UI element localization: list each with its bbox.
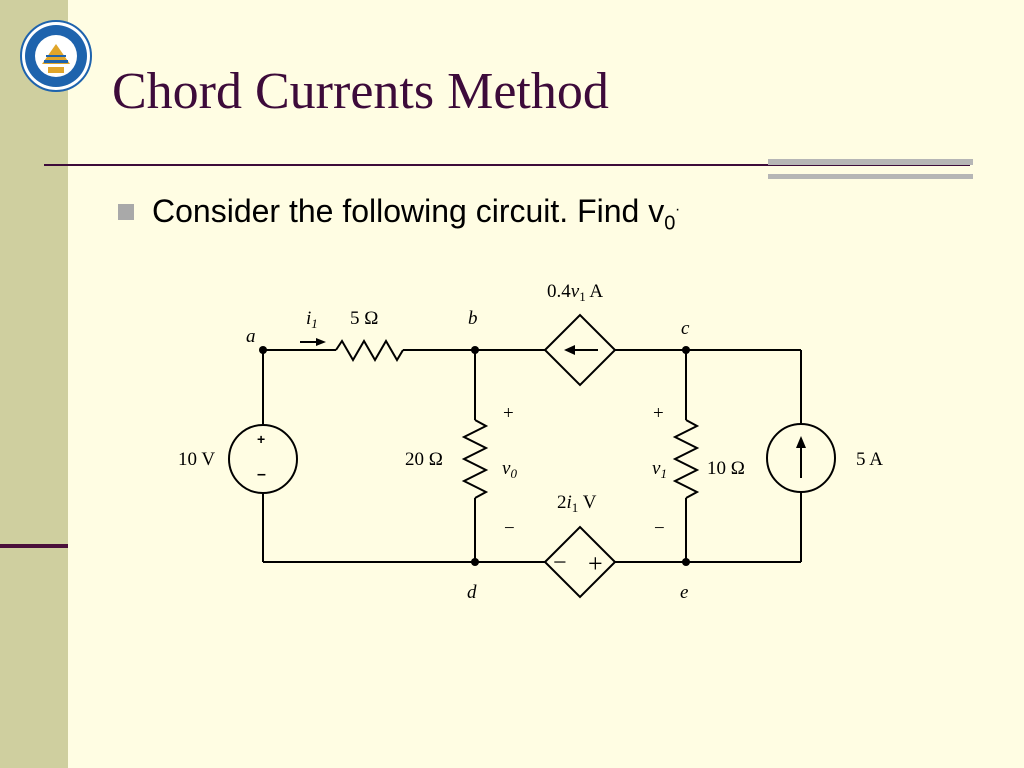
current-i1-arrow-head bbox=[316, 338, 326, 346]
node-c-dot bbox=[682, 346, 690, 354]
dvs-minus-sign: − bbox=[553, 550, 567, 576]
title-divider-accent-lower bbox=[768, 174, 973, 179]
v0-minus-sign: − bbox=[504, 518, 515, 539]
current-source-label: 5 A bbox=[856, 449, 883, 470]
dependent-current-source bbox=[543, 313, 617, 387]
bullet-main-text: Consider the following circuit. Find v bbox=[152, 193, 665, 229]
node-b-dot bbox=[471, 346, 479, 354]
v1-minus-sign: − bbox=[654, 518, 665, 539]
dependent-voltage-source bbox=[543, 525, 617, 599]
node-d-dot bbox=[471, 558, 479, 566]
voltage-v0-label: v0 bbox=[502, 458, 517, 481]
node-a-dot bbox=[259, 346, 267, 354]
bullet-trailing: . bbox=[675, 197, 680, 215]
vsource-plus-sign: + bbox=[257, 431, 265, 447]
bullet-subscript: 0 bbox=[664, 212, 676, 235]
node-label-b: b bbox=[468, 308, 478, 329]
voltage-source-label: 10 V bbox=[178, 449, 215, 470]
node-e-dot bbox=[682, 558, 690, 566]
node-label-a: a bbox=[246, 326, 256, 347]
node-label-d: d bbox=[467, 582, 477, 603]
dependent-current-arrow-head bbox=[564, 345, 575, 355]
resistor-10-ohm bbox=[672, 419, 700, 499]
dependent-voltage-label: 2i1 V bbox=[557, 492, 597, 515]
voltage-source-10v bbox=[228, 424, 298, 494]
resistor-5-label: 5 Ω bbox=[350, 308, 378, 329]
v0-plus-sign: + bbox=[503, 403, 514, 424]
current-source-5a bbox=[766, 423, 836, 493]
current-i1-label: i1 bbox=[306, 308, 318, 331]
node-label-e: e bbox=[680, 582, 688, 603]
node-label-c: c bbox=[681, 318, 690, 339]
slide-title: Chord Currents Method bbox=[112, 63, 609, 120]
title-divider bbox=[44, 164, 970, 166]
dependent-current-label: 0.4v1 A bbox=[547, 281, 603, 304]
resistor-20-ohm bbox=[461, 419, 489, 499]
resistor-5-ohm bbox=[335, 339, 404, 362]
dvs-plus-sign: + bbox=[588, 549, 603, 578]
v1-plus-sign: + bbox=[653, 403, 664, 424]
left-sidebar bbox=[0, 0, 68, 768]
title-divider-accent bbox=[768, 159, 973, 165]
bullet-text: Consider the following circuit. Find v0. bbox=[152, 193, 680, 235]
vsource-minus-sign: – bbox=[257, 466, 266, 483]
sidebar-accent-line bbox=[0, 544, 68, 548]
resistor-20-label: 20 Ω bbox=[405, 449, 443, 470]
university-logo-icon bbox=[20, 20, 92, 92]
square-bullet-icon bbox=[118, 204, 134, 220]
voltage-v1-label: v1 bbox=[652, 458, 667, 481]
resistor-10-label: 10 Ω bbox=[707, 458, 745, 479]
current-source-arrow-head bbox=[796, 436, 806, 448]
bullet-item: Consider the following circuit. Find v0. bbox=[118, 193, 680, 235]
